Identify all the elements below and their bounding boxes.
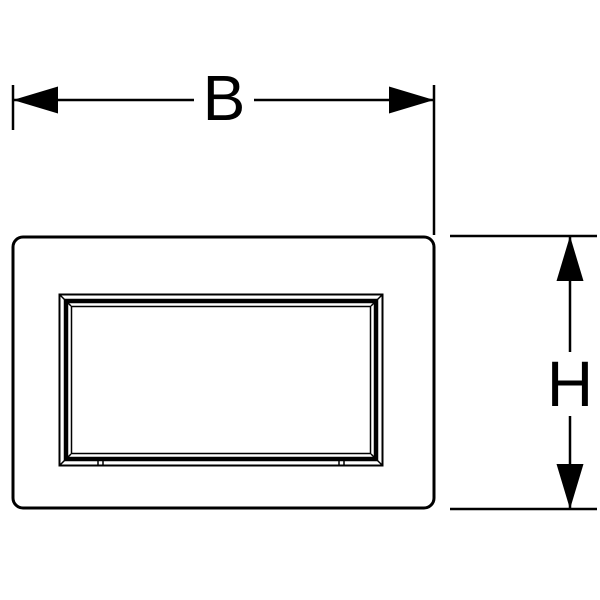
- height-dimension: H: [450, 234, 597, 511]
- arrow-up-icon: [556, 236, 584, 281]
- arrow-left-icon: [13, 86, 58, 114]
- bevel-bottom-left: [59, 453, 72, 466]
- plate: [11, 235, 436, 510]
- height-label: H: [547, 348, 593, 420]
- arrow-right-icon: [389, 86, 434, 114]
- bevel-top-right: [370, 294, 383, 307]
- bevel-bottom-right: [370, 453, 383, 466]
- clip-marks: [97, 459, 345, 465]
- width-dimension: B: [11, 62, 436, 235]
- width-label: B: [203, 62, 246, 134]
- arrow-down-icon: [556, 464, 584, 509]
- bevel-top-left: [59, 294, 72, 307]
- recess-inner-frame: [70, 305, 372, 455]
- recess-corner-bevels: [59, 294, 383, 466]
